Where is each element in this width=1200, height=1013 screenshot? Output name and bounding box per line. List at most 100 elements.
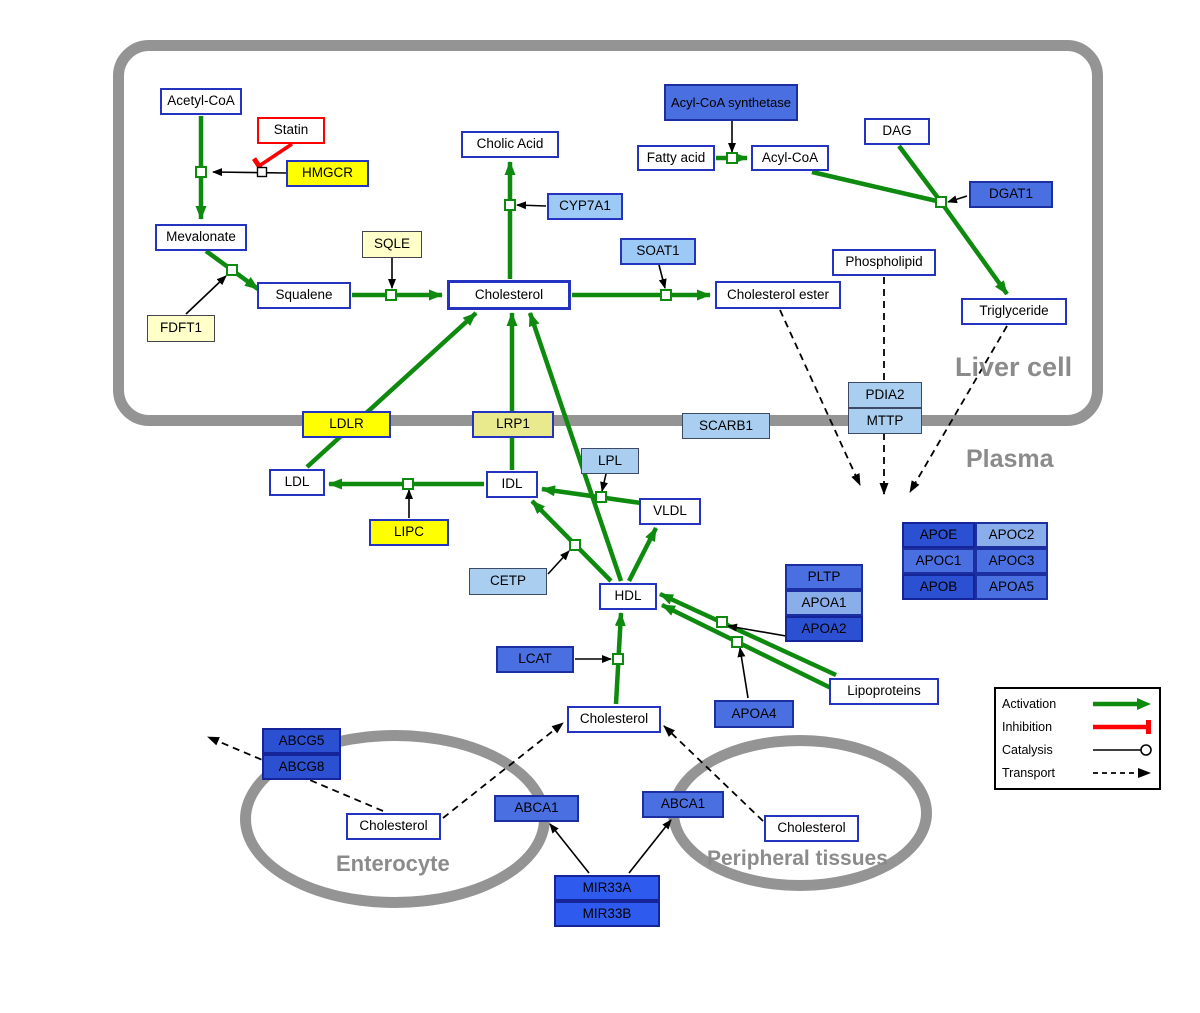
node-apoa1[interactable]: APOA1 <box>785 590 863 616</box>
node-cholesterol-plasma[interactable]: Cholesterol <box>567 706 661 733</box>
node-fdft1[interactable]: FDFT1 <box>147 315 215 342</box>
inhibition-tee-icon <box>1093 720 1151 735</box>
edge-fdft1-catalysis <box>185 275 227 315</box>
catalysis-edges <box>185 121 968 874</box>
edge-mir33-abca1-right <box>628 819 672 874</box>
edge-statin-inhibits-hmgcr <box>251 142 293 175</box>
activation-arrow-icon <box>1093 698 1151 711</box>
node-apoa2[interactable]: APOA2 <box>785 616 863 642</box>
legend-row-activation: Activation <box>1002 694 1153 714</box>
transport-dashed-arrow-icon <box>1093 767 1151 778</box>
liver-cell-membrane <box>113 40 1103 426</box>
edge-dag-junction <box>897 144 943 204</box>
node-cetp[interactable]: CETP <box>469 568 547 595</box>
legend-activation-label: Activation <box>1002 697 1057 712</box>
node-abcg8[interactable]: ABCG8 <box>262 754 341 780</box>
node-hmgcr[interactable]: HMGCR <box>286 160 369 187</box>
edge-mir33-abca1-left <box>549 823 590 874</box>
edge-cholesterolester-plasma <box>779 309 861 486</box>
node-triglyceride[interactable]: Triglyceride <box>961 298 1067 325</box>
catalysis-anchor-hmgcr <box>256 166 268 178</box>
node-soat1[interactable]: SOAT1 <box>620 238 696 265</box>
node-cholesterol-liver[interactable]: Cholesterol <box>447 280 571 310</box>
node-apoa4[interactable]: APOA4 <box>714 700 794 728</box>
legend-catalysis-label: Catalysis <box>1002 742 1053 757</box>
node-mir33b[interactable]: MIR33B <box>554 901 660 927</box>
liver-cell-label: Liver cell <box>955 352 1073 382</box>
edge-dgat1-catalysis <box>947 195 968 204</box>
node-squalene[interactable]: Squalene <box>257 282 351 309</box>
node-lrp1[interactable]: LRP1 <box>472 411 554 438</box>
node-hdl[interactable]: HDL <box>599 583 657 610</box>
node-dgat1[interactable]: DGAT1 <box>969 181 1053 208</box>
node-fatty-acid[interactable]: Fatty acid <box>637 145 715 171</box>
edge-lipoproteins-hdl-1 <box>659 591 837 678</box>
node-abca1-enterocyte[interactable]: ABCA1 <box>494 795 579 822</box>
edge-hdl-cholesterol <box>527 312 624 582</box>
node-scarb1[interactable]: SCARB1 <box>682 413 770 439</box>
node-cholesterol-peripheral[interactable]: Cholesterol <box>764 815 859 842</box>
node-abcg5[interactable]: ABCG5 <box>262 728 341 754</box>
node-mevalonate[interactable]: Mevalonate <box>155 224 247 251</box>
node-lipoproteins[interactable]: Lipoproteins <box>829 678 939 705</box>
edge-cholesterol-abcg-export <box>207 736 384 812</box>
node-apoc1[interactable]: APOC1 <box>902 548 975 574</box>
node-vldl[interactable]: VLDL <box>639 498 701 525</box>
node-apob[interactable]: APOB <box>902 574 975 600</box>
node-acyl-coa-synthetase[interactable]: Acyl-CoA synthetase <box>664 84 798 121</box>
node-phospholipid[interactable]: Phospholipid <box>832 249 936 276</box>
node-statin[interactable]: Statin <box>257 117 325 144</box>
edge-lipoproteins-hdl-2 <box>661 602 834 692</box>
node-pdia2[interactable]: PDIA2 <box>848 382 922 408</box>
node-lpl[interactable]: LPL <box>581 448 639 474</box>
node-abca1-peripheral[interactable]: ABCA1 <box>642 791 724 818</box>
edge-acylcoa-junction <box>811 169 942 205</box>
edge-cetp-catalysis <box>547 550 570 575</box>
node-cyp7a1[interactable]: CYP7A1 <box>547 193 623 220</box>
edge-hmgcr-catalysis <box>212 168 287 177</box>
edge-apoa4-catalysis <box>737 647 749 699</box>
enterocyte-label: Enterocyte <box>336 851 450 876</box>
node-idl[interactable]: IDL <box>486 471 538 498</box>
node-lipc[interactable]: LIPC <box>369 519 449 546</box>
peripheral-tissues-label: Peripheral tissues <box>707 847 888 870</box>
legend-inhibition-label: Inhibition <box>1002 720 1053 735</box>
edge-vldl-idl <box>541 485 642 506</box>
edge-junction-triglyceride <box>939 200 1009 296</box>
legend-row-inhibition: Inhibition <box>1002 717 1153 737</box>
legend-row-catalysis: Catalysis <box>1002 740 1153 760</box>
node-acyl-coa[interactable]: Acyl-CoA <box>751 145 829 171</box>
edge-peripheral-cholesterol-plasma <box>663 725 764 822</box>
edge-lpl-catalysis <box>600 473 608 492</box>
node-pltp[interactable]: PLTP <box>785 564 863 590</box>
node-mir33a[interactable]: MIR33A <box>554 875 660 901</box>
edge-triglyceride-plasma <box>909 325 1008 493</box>
legend: Activation Inhibition Catalysis Transpor… <box>994 687 1161 790</box>
node-cholesterol-ester[interactable]: Cholesterol ester <box>715 281 841 309</box>
node-apoc2[interactable]: APOC2 <box>975 522 1048 548</box>
node-ldlr[interactable]: LDLR <box>302 411 391 438</box>
node-apoe[interactable]: APOE <box>902 522 975 548</box>
edge-soat1-catalysis <box>658 264 667 289</box>
edge-ldl-cholesterol <box>305 311 478 469</box>
reaction-nodes <box>195 152 947 665</box>
edge-enterocyte-cholesterol-plasma <box>442 722 564 819</box>
node-cholesterol-enterocyte[interactable]: Cholesterol <box>346 813 441 840</box>
node-apoc3[interactable]: APOC3 <box>975 548 1048 574</box>
activation-edges <box>195 116 1009 705</box>
edge-cyp7a1-catalysis <box>516 201 547 210</box>
node-cholic-acid[interactable]: Cholic Acid <box>461 131 559 158</box>
edge-hdl-vldl <box>626 526 659 583</box>
node-mttp[interactable]: MTTP <box>848 408 922 434</box>
legend-row-transport: Transport <box>1002 763 1153 783</box>
node-ldl[interactable]: LDL <box>269 469 325 496</box>
node-apoa5[interactable]: APOA5 <box>975 574 1048 600</box>
node-acetyl-coa[interactable]: Acetyl-CoA <box>160 88 242 115</box>
node-dag[interactable]: DAG <box>864 118 930 145</box>
plasma-label: Plasma <box>966 445 1054 473</box>
node-sqle[interactable]: SQLE <box>362 231 422 258</box>
node-lcat[interactable]: LCAT <box>496 646 574 673</box>
edge-apostack-catalysis <box>727 623 787 637</box>
